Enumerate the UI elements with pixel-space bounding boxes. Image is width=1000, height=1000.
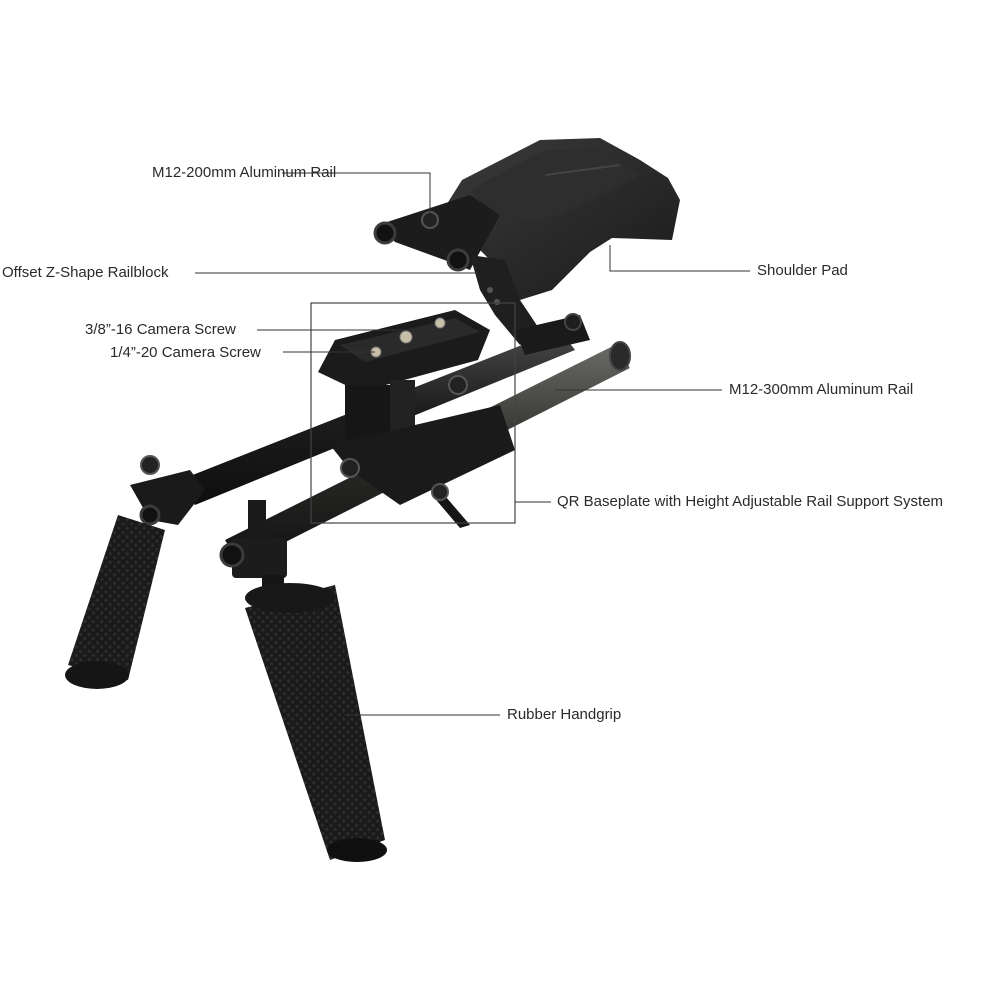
label-z-shape-railblock: Offset Z-Shape Railblock (2, 264, 169, 281)
right-handgrip-shape (219, 500, 387, 862)
short-rail-block (373, 195, 500, 272)
left-handgrip-shape (65, 455, 205, 689)
label-3-8-camera-screw: 3/8”-16 Camera Screw (85, 321, 236, 338)
qr-baseplate-shape (318, 310, 515, 528)
label-qr-baseplate: QR Baseplate with Height Adjustable Rail… (557, 493, 944, 510)
label-rubber-handgrip: Rubber Handgrip (507, 706, 622, 723)
label-m12-300mm-rail: M12-300mm Aluminum Rail (729, 381, 914, 398)
qr-highlight-box (310, 302, 516, 524)
leader-lines (195, 172, 750, 716)
label-m12-200mm-rail: M12-200mm Aluminum Rail (152, 164, 337, 181)
label-1-4-camera-screw: 1/4”-20 Camera Screw (110, 344, 261, 361)
label-shoulder-pad: Shoulder Pad (757, 262, 848, 279)
